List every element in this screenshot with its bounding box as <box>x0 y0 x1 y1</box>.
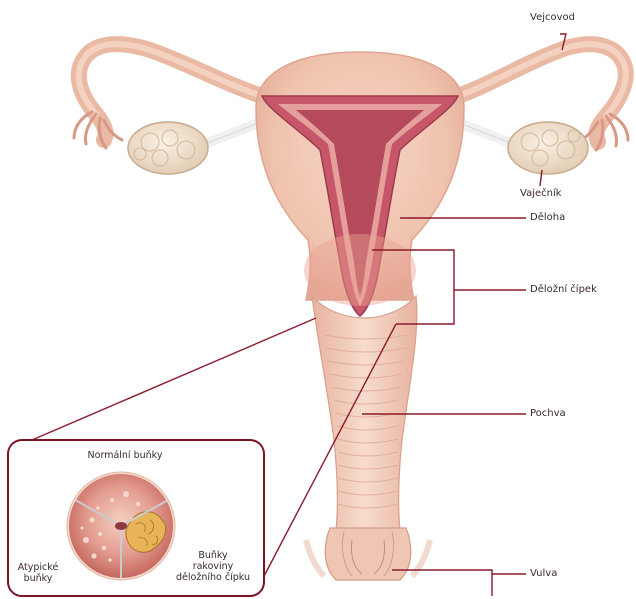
label-atypical-line-1: Atypické <box>14 562 62 573</box>
vulva <box>325 528 411 580</box>
label-ovary: Vaječník <box>520 188 562 200</box>
label-atypical-line-2: buňky <box>14 573 62 584</box>
label-cervix: Děložní čípek <box>530 284 597 296</box>
label-cancer-cells: Buňky rakoviny děložního čípku <box>168 550 258 583</box>
label-vulva: Vulva <box>530 568 557 580</box>
label-uterus: Děloha <box>530 212 565 224</box>
label-normal-cells: Normální buňky <box>80 450 170 461</box>
cervix-closeup <box>67 472 175 580</box>
label-cancer-line-1: Buňky <box>168 550 258 561</box>
label-cancer-line-2: rakoviny <box>168 561 258 572</box>
label-cancer-line-3: děložního čípku <box>168 572 258 583</box>
label-fallopian-tube: Vejcovod <box>530 12 575 24</box>
label-atypical-cells: Atypické buňky <box>14 562 62 584</box>
label-vagina: Pochva <box>530 408 566 420</box>
